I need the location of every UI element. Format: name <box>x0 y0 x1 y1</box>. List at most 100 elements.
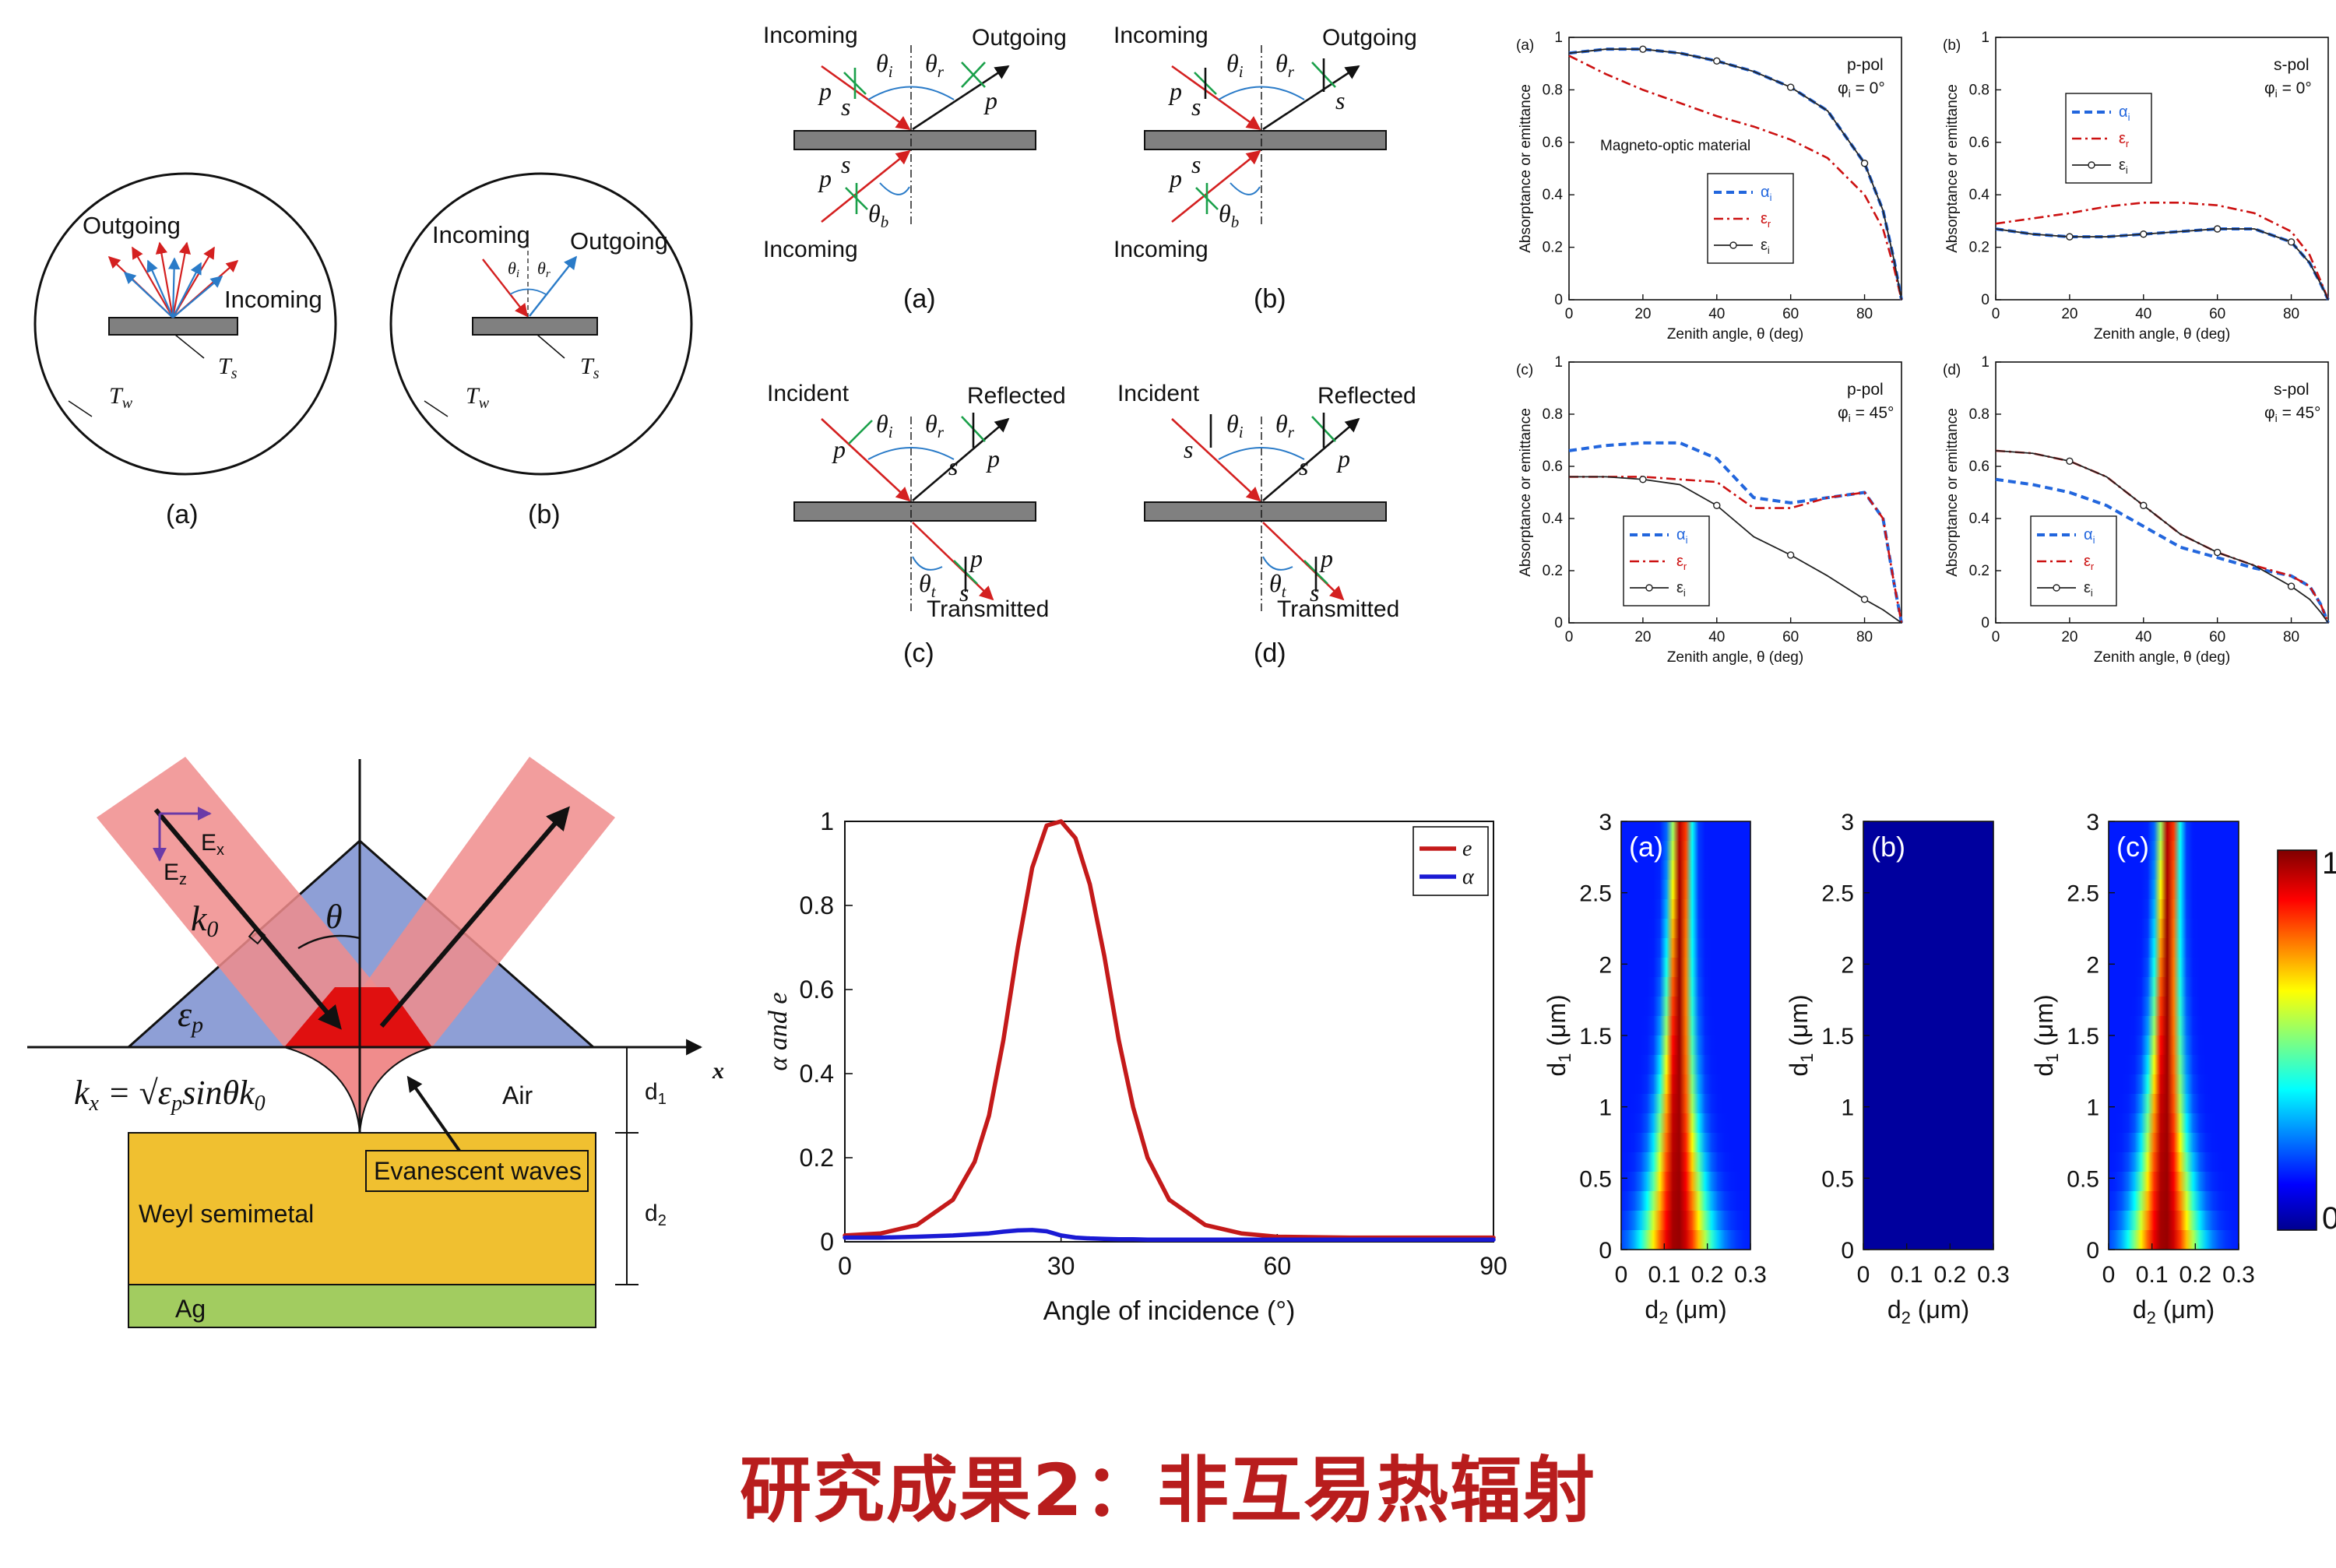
x-tick-label: 0 <box>1565 629 1574 645</box>
plot-frame <box>1995 361 2329 624</box>
x-tick-label: 0.3 <box>1977 1262 2010 1288</box>
weyl-label: Weyl semimetal <box>139 1200 314 1228</box>
overlap-region <box>284 987 432 1047</box>
polarization-label: p-pol <box>1847 381 1884 399</box>
air-label: Air <box>502 1081 533 1109</box>
theta-i-label-b: θi <box>508 258 519 280</box>
legend-entry: εi <box>1761 237 1770 256</box>
epsilon-p-label: εp <box>178 994 203 1038</box>
x-tick-label: 20 <box>1634 306 1651 322</box>
heatmap-band <box>2109 1191 2239 1211</box>
ez-label: Ez <box>164 860 187 888</box>
panel-tag: (d) <box>1943 362 1961 378</box>
y-tick-label: 1 <box>1981 30 1989 46</box>
reflected-label: Reflected <box>967 383 1066 409</box>
polarization-label: p-pol <box>1847 56 1884 74</box>
series-marker <box>1860 160 1869 167</box>
y-tick-label: 0.2 <box>1543 240 1563 256</box>
outgoing-label: Outgoing <box>972 25 1067 51</box>
theta-r: θr <box>925 49 945 81</box>
colorbar <box>2277 849 2317 1231</box>
p-transmitted-label: p <box>1319 544 1333 572</box>
y-axis-label: Absorptance or emittance <box>1944 84 1961 253</box>
panel-tag: (b) <box>1943 37 1961 54</box>
series-line-2 <box>1569 476 1903 624</box>
series-marker <box>1860 596 1869 603</box>
interface-plate <box>793 130 1036 150</box>
heatmap-band <box>2109 1055 2239 1075</box>
heatmap-band <box>1621 1172 1750 1192</box>
heatmap-band <box>2109 977 2239 997</box>
theta-i: θi <box>876 49 893 81</box>
x-axis-label: Zenith angle, θ (deg) <box>1667 649 1803 666</box>
y-axis-label: Absorptance or emittance <box>1518 84 1534 253</box>
x-tick-label: 20 <box>2061 306 2077 322</box>
series-marker <box>2287 238 2296 246</box>
x-axis-label: Zenith angle, θ (deg) <box>2094 326 2230 343</box>
y-tick-label: 0 <box>1554 292 1563 308</box>
x-axis-label: d2 (μm) <box>1645 1296 1726 1327</box>
x-axis-label: Zenith angle, θ (deg) <box>2094 649 2230 666</box>
caption-b: (b) <box>528 500 561 529</box>
y-tick-label: 2.5 <box>1579 881 1612 907</box>
series-marker <box>2066 233 2074 241</box>
y-tick-label: 0.4 <box>1543 187 1564 203</box>
x-tick-label: 0.2 <box>2179 1262 2211 1288</box>
series-marker <box>2213 225 2222 233</box>
y-tick-label: 0.4 <box>1969 511 1990 527</box>
p-bottom-label: p <box>818 164 832 192</box>
plot-frame <box>1568 361 1902 624</box>
panel-caption: (d) <box>1254 638 1286 668</box>
theta-label: θ <box>325 898 343 936</box>
theta-t: θt <box>919 569 937 601</box>
legend-entry: e <box>1462 837 1472 861</box>
legend-entry: εr <box>1676 553 1687 572</box>
y-tick-label: 0 <box>1599 1238 1612 1264</box>
y-tick-label: 0.4 <box>1543 511 1564 527</box>
legend-entry: α <box>1462 865 1475 889</box>
caption-a: (a) <box>166 500 199 529</box>
heatmap-band <box>2109 1035 2239 1056</box>
y-tick-label: 0.6 <box>1543 135 1563 151</box>
x-tick-label: 20 <box>1634 629 1651 645</box>
panel-tag: (a) <box>1629 831 1663 863</box>
y-tick-label: 0.6 <box>1969 135 1989 151</box>
y-tick-label: 0.8 <box>1969 406 1989 423</box>
y-tick-label: 0.6 <box>1969 459 1989 475</box>
incoming-label-b: Incoming <box>432 221 530 248</box>
heatmap-band <box>1621 1133 1750 1153</box>
slide-title: 研究成果2：非互易热辐射 <box>739 1449 1596 1532</box>
enclosure-wall-a <box>33 172 337 476</box>
reflected-label: Reflected <box>1318 383 1416 409</box>
y-tick-label: 1.5 <box>1579 1024 1612 1049</box>
p-bottom-label: p <box>1168 164 1182 192</box>
phi-label: φi = 0° <box>1838 79 1885 100</box>
p-label: p <box>818 77 832 105</box>
incident-label: Incident <box>767 381 850 406</box>
y-tick-label: 2.5 <box>1821 881 1854 907</box>
y-tick-label: 0.4 <box>800 1060 834 1088</box>
series-line-3 <box>1995 450 2329 624</box>
theta-r: θr <box>1275 410 1295 441</box>
series-marker <box>1786 551 1795 559</box>
series-line-α <box>843 1228 1496 1243</box>
x-tick-label: 60 <box>2209 629 2225 645</box>
incoming-bottom-label: Incoming <box>1113 237 1208 262</box>
heatmap-band <box>1621 1113 1750 1134</box>
y-tick-label: 1 <box>1599 1095 1612 1121</box>
theta-r-label-b: θr <box>537 258 551 280</box>
heatmap-band <box>1621 1211 1750 1231</box>
heatmap-band <box>1621 841 1750 861</box>
s-reflected-label: s <box>1299 452 1308 480</box>
x-axis-label: Angle of incidence (°) <box>1043 1296 1296 1326</box>
x-tick-label: 60 <box>1264 1252 1292 1280</box>
x-tick-label: 0 <box>1857 1262 1870 1288</box>
heatmap-band <box>1621 958 1750 978</box>
